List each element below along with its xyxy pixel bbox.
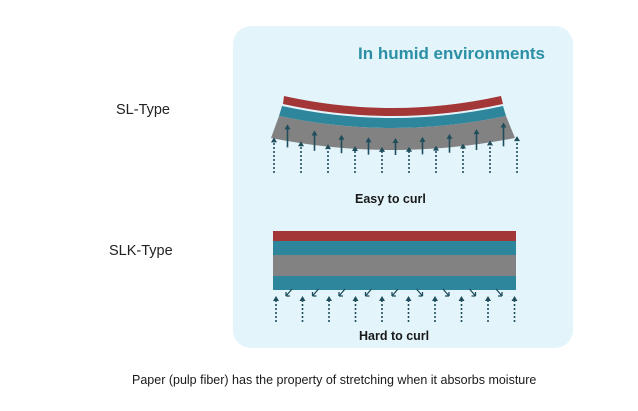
sl-solid-arrow: [338, 134, 345, 154]
slk-stretch-arrow: [469, 288, 477, 297]
slk-dotted-arrow: [379, 296, 385, 322]
slk-red-layer: [273, 231, 516, 241]
sl-solid-arrow: [473, 129, 480, 151]
slk-stretch-arrow: [338, 288, 346, 297]
slk-stretch-arrow: [391, 288, 399, 297]
sl-dotted-arrow: [298, 141, 304, 173]
slk-stretch-arrow: [442, 288, 450, 297]
panel-title: In humid environments: [358, 44, 546, 63]
sl-solid-arrow: [419, 136, 426, 155]
sl-caption: Easy to curl: [355, 192, 426, 206]
sl-red-layer: [283, 96, 503, 116]
slk-dotted-arrow: [432, 296, 438, 322]
slk-moisture-arrows: [273, 296, 518, 322]
sl-solid-arrow: [500, 122, 507, 147]
slk-stretch-arrow: [285, 288, 293, 297]
sl-moisture-arrows: [271, 122, 520, 173]
slk-dotted-arrow: [326, 296, 332, 322]
slk-caption: Hard to curl: [359, 329, 430, 343]
sl-type-label: SL-Type: [116, 102, 170, 118]
slk-dotted-arrow: [299, 296, 306, 322]
slk-stretch-arrow: [364, 288, 372, 297]
sl-teal-layer: [279, 106, 506, 128]
slk-stretch-arrow: [311, 288, 319, 297]
slk-teal-layer-top: [273, 241, 516, 255]
humid-environment-panel: [233, 26, 573, 348]
slk-dotted-arrow: [485, 296, 491, 322]
sl-gray-layer: [271, 116, 515, 150]
sl-dotted-arrow: [379, 146, 385, 173]
slk-stretch-arrow: [416, 288, 424, 297]
slk-stretch-arrow: [495, 288, 503, 297]
slk-dotted-arrow: [511, 296, 518, 322]
sl-solid-arrow: [446, 133, 453, 153]
sl-dotted-arrow: [460, 143, 466, 173]
slk-dotted-arrow: [352, 296, 359, 322]
sl-dotted-arrow: [406, 146, 412, 173]
slk-gray-layer: [273, 255, 516, 276]
sl-dotted-arrow: [352, 146, 358, 173]
footer-note: Paper (pulp fiber) has the property of s…: [132, 373, 537, 387]
sl-solid-arrow: [365, 137, 372, 155]
slk-laminate: [273, 231, 516, 290]
slk-teal-layer-bottom: [273, 276, 516, 290]
sl-dotted-arrow: [325, 144, 331, 173]
slk-internal-stretch-arrows: [285, 288, 503, 297]
sl-solid-arrow: [284, 124, 291, 148]
sl-laminate: [271, 96, 515, 150]
slk-dotted-arrow: [458, 296, 465, 322]
sl-dotted-arrow: [514, 136, 520, 173]
sl-dotted-arrow: [487, 140, 493, 173]
sl-solid-arrow: [392, 137, 399, 155]
sl-dotted-arrow: [271, 137, 277, 173]
slk-dotted-arrow: [405, 296, 412, 322]
sl-dotted-arrow: [433, 145, 439, 173]
slk-type-label: SLK-Type: [109, 243, 173, 259]
sl-solid-arrow: [311, 130, 318, 151]
slk-dotted-arrow: [273, 296, 279, 322]
